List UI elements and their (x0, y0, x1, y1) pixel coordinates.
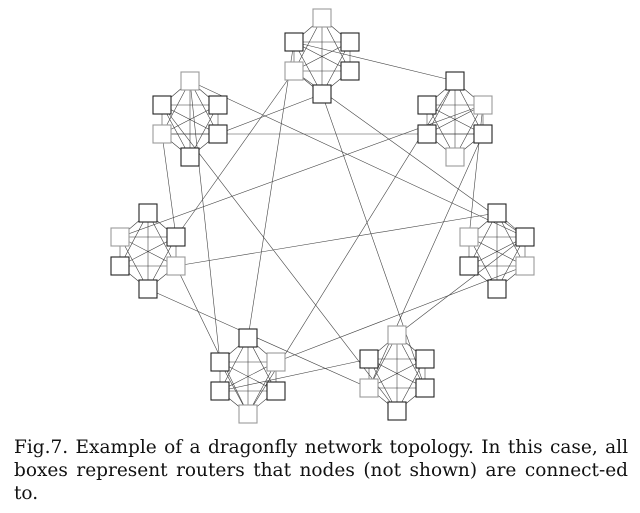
router-box (359, 349, 379, 369)
figure-caption: Fig.7. Example of a dragonfly network to… (14, 437, 628, 504)
router-box (266, 381, 286, 401)
global-link (161, 104, 398, 412)
router-box (515, 227, 535, 247)
router-box (238, 328, 258, 348)
router-box (387, 325, 407, 345)
router-box (473, 95, 493, 115)
router-box (138, 203, 158, 223)
router-box (387, 401, 407, 421)
router-box (238, 404, 258, 424)
router-box (180, 147, 200, 167)
global-link (189, 80, 221, 363)
global-link (219, 358, 370, 392)
global-link (293, 41, 456, 82)
router-box (110, 227, 130, 247)
router-box (152, 95, 172, 115)
router-groups (110, 8, 535, 424)
router-box (473, 124, 493, 144)
global-link (275, 265, 526, 363)
router-box (340, 32, 360, 52)
router-box (445, 71, 465, 91)
dragonfly-topology-diagram (110, 8, 535, 424)
router-group-lower-left (210, 328, 286, 424)
router-box (417, 124, 437, 144)
router-box (487, 279, 507, 299)
router-group-upper-left (152, 71, 228, 167)
router-box (110, 256, 130, 276)
router-group-left (110, 203, 186, 299)
router-box (166, 256, 186, 276)
router-box (459, 256, 479, 276)
router-box (152, 124, 172, 144)
router-box (515, 256, 535, 276)
router-box (417, 95, 437, 115)
router-box (359, 378, 379, 398)
router-box (208, 124, 228, 144)
router-box (284, 32, 304, 52)
global-link (175, 212, 498, 267)
global-link (147, 288, 370, 389)
router-box (210, 381, 230, 401)
global-link (175, 265, 249, 415)
router-box (180, 71, 200, 91)
router-box (340, 61, 360, 81)
router-group-top (284, 8, 360, 104)
router-box (445, 147, 465, 167)
router-box (487, 203, 507, 223)
global-link (161, 133, 177, 238)
global-link (368, 133, 484, 389)
global-link (321, 93, 426, 389)
global-link (217, 93, 323, 135)
router-box (210, 352, 230, 372)
router-box (208, 95, 228, 115)
router-box (284, 61, 304, 81)
router-group-lower-right (359, 325, 435, 421)
router-box (266, 352, 286, 372)
router-box (312, 84, 332, 104)
router-box (459, 227, 479, 247)
router-box (312, 8, 332, 28)
router-group-upper-right (417, 71, 493, 167)
router-box (415, 349, 435, 369)
global-link (247, 41, 295, 339)
router-group-right (459, 203, 535, 299)
global-link (396, 236, 526, 336)
router-box (415, 378, 435, 398)
global-link (189, 80, 526, 238)
router-box (166, 227, 186, 247)
router-box (138, 279, 158, 299)
